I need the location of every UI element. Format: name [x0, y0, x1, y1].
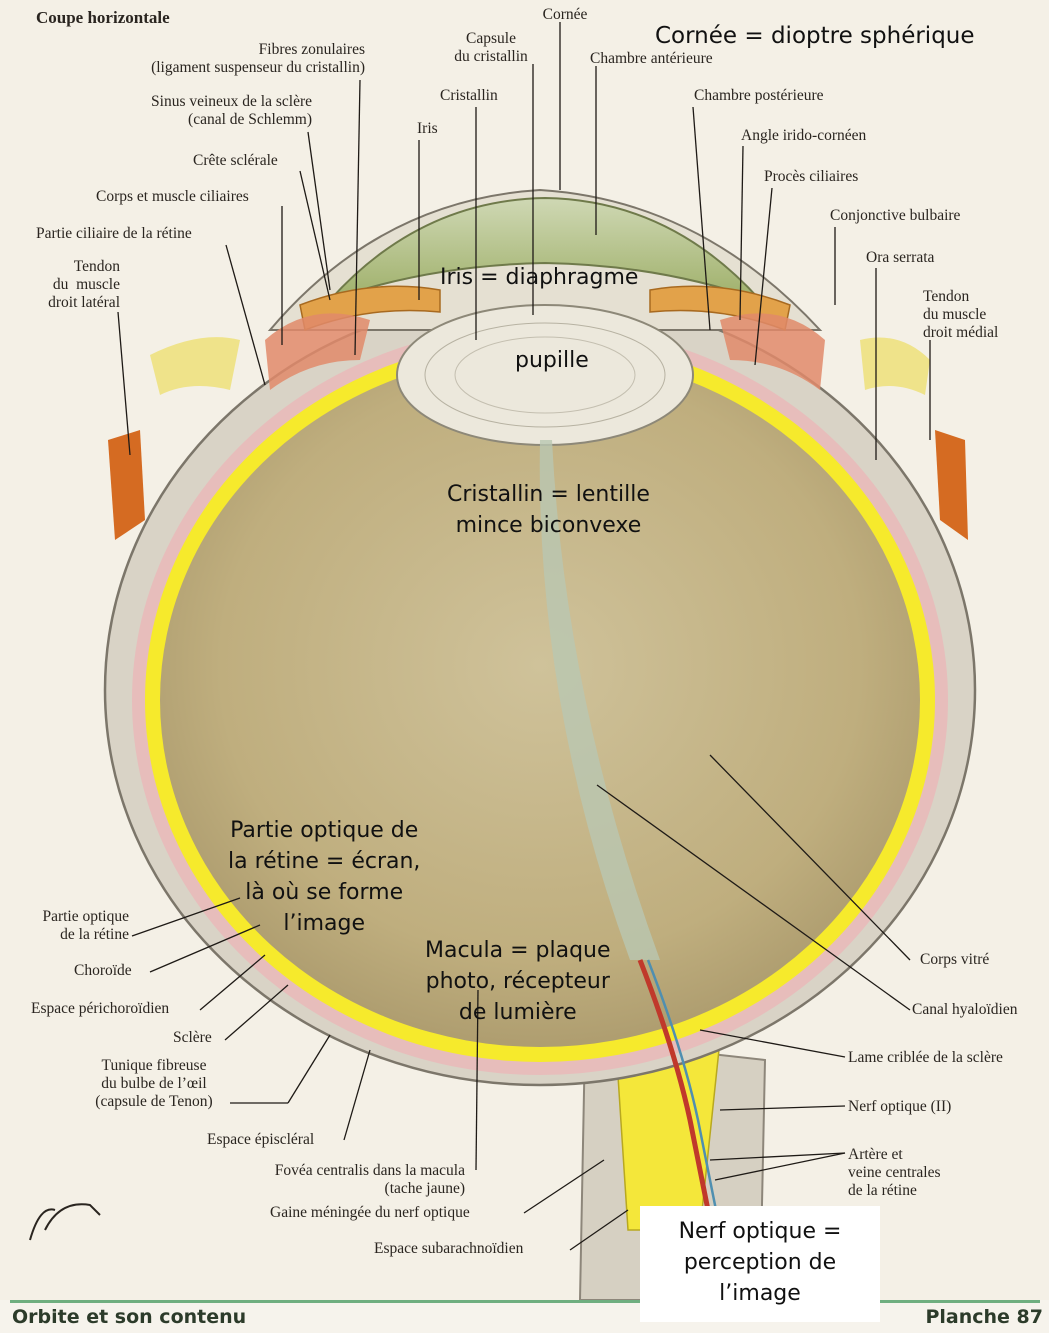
- label-crete: Crête sclérale: [193, 152, 278, 170]
- label-chambre-anterieure: Chambre antérieure: [590, 50, 713, 68]
- label-espace-subarachnoidien: Espace subarachnoïdien: [374, 1240, 523, 1258]
- label-chambre-posterieure: Chambre postérieure: [694, 87, 824, 105]
- label-tunique: Tunique fibreuse du bulbe de l’œil (caps…: [78, 1057, 230, 1111]
- label-iris: Iris: [417, 120, 438, 138]
- annotation-nerf-perception: Nerf optique = perception de l’image: [660, 1216, 860, 1309]
- annotation-iris-diaphragme: Iris = diaphragme: [440, 262, 638, 293]
- label-corps-vitre: Corps vitré: [920, 951, 989, 969]
- label-fibres-zonulaires: Fibres zonulaires (ligament suspenseur d…: [88, 41, 365, 77]
- label-corps-muscle: Corps et muscle ciliaires: [96, 188, 249, 206]
- annotation-pupille: pupille: [515, 345, 589, 376]
- label-artere: Artère et veine centrales de la rétine: [848, 1146, 941, 1200]
- label-ora-serrata: Ora serrata: [866, 249, 934, 267]
- footer-chapter: Orbite et son contenu: [12, 1306, 246, 1328]
- label-tendon-medial: Tendon du muscle droit médial: [923, 288, 998, 342]
- label-cristallin: Cristallin: [440, 87, 498, 105]
- label-nerf-optique: Nerf optique (II): [848, 1098, 951, 1116]
- footer-rule: [10, 1300, 1040, 1303]
- annotation-retine-ecran: Partie optique de la rétine = écran, là …: [228, 815, 420, 939]
- footer-plate-number: Planche 87: [925, 1306, 1043, 1328]
- label-proces: Procès ciliaires: [764, 168, 858, 186]
- label-choroide: Choroïde: [74, 962, 132, 980]
- label-angle: Angle irido-cornéen: [741, 127, 866, 145]
- label-lame-criblee: Lame criblée de la sclère: [848, 1049, 1003, 1067]
- annotation-cristallin-lentille: Cristallin = lentille mince biconvexe: [447, 479, 650, 541]
- label-fovea: Fovéa centralis dans la macula (tache ja…: [228, 1162, 465, 1198]
- label-capsule: Capsule du cristallin: [436, 30, 546, 66]
- label-partie-ciliaire: Partie ciliaire de la rétine: [36, 225, 192, 243]
- label-conjonctive: Conjonctive bulbaire: [830, 207, 960, 225]
- label-canal-hyaloidien: Canal hyaloïdien: [912, 1001, 1017, 1019]
- label-sinus-veineux: Sinus veineux de la sclère (canal de Sch…: [96, 93, 312, 129]
- annotation-cornee-dioptre: Cornée = dioptre sphérique: [655, 21, 975, 52]
- label-tendon-lateral: Tendon du muscle droit latéral: [28, 258, 120, 312]
- label-espace-episcleral: Espace épiscléral: [207, 1131, 314, 1149]
- label-espace-perichoroidien: Espace périchoroïdien: [31, 1000, 169, 1018]
- section-heading: Coupe horizontale: [36, 8, 170, 28]
- label-cornee: Cornée: [535, 6, 595, 24]
- label-sclere: Sclère: [173, 1029, 212, 1047]
- label-gaine: Gaine méningée du nerf optique: [270, 1204, 470, 1222]
- label-partie-optique: Partie optique de la rétine: [14, 908, 129, 944]
- annotation-macula: Macula = plaque photo, récepteur de lumi…: [425, 935, 611, 1028]
